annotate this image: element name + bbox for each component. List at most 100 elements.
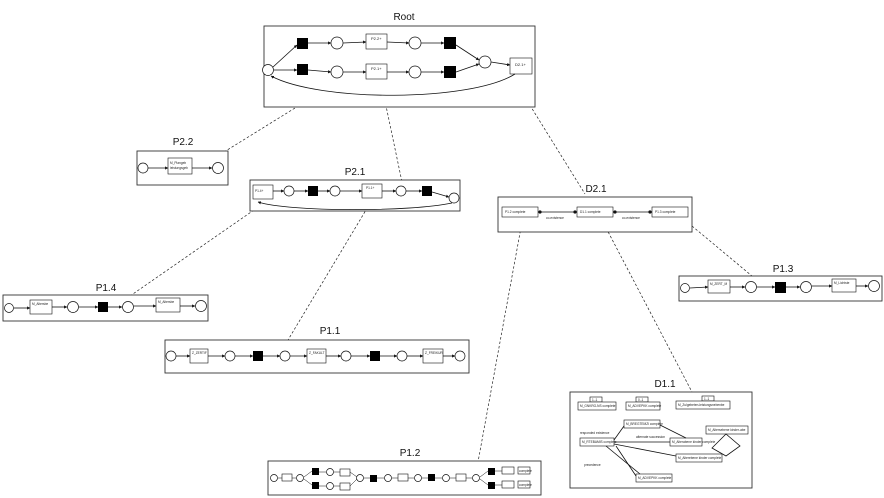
place (279, 350, 291, 362)
transition (312, 482, 319, 489)
constraint-label: co-existence (546, 216, 564, 220)
transition (517, 466, 531, 475)
transition (253, 351, 263, 361)
activity (577, 401, 617, 411)
place (472, 474, 480, 482)
node-title: P2.2 (173, 137, 194, 148)
transition (707, 279, 731, 294)
transition (339, 468, 351, 477)
connector-d2-1-p1-2 (477, 221, 523, 463)
transition (167, 157, 193, 175)
node-title: P1.4 (96, 283, 117, 294)
constraint-label: alternate succession (636, 435, 665, 439)
transition (488, 482, 495, 489)
transition (297, 38, 308, 49)
place (396, 350, 408, 362)
cardinality-label: 1..1 (592, 398, 598, 402)
activity-label: P1.2 complete (505, 210, 526, 214)
transition-label: P1.4+ (255, 189, 264, 193)
transition (308, 186, 318, 196)
place (283, 185, 295, 197)
node-d1-1: D1.1 1..1 M_GNKRG-NS complete 0..1 M_ADV… (569, 379, 753, 489)
place (414, 474, 422, 482)
cardinality-label: 1..1 (704, 397, 710, 401)
transition (370, 351, 380, 361)
transition-label: M_ZERT_M (710, 282, 727, 286)
transition-d2-1 (509, 57, 533, 75)
node-title: P1.1 (320, 326, 341, 337)
connector-p2-1-p1-4 (129, 209, 255, 297)
node-title: P1.3 (773, 264, 794, 275)
place (330, 36, 344, 50)
transition (517, 480, 531, 489)
place (270, 474, 278, 482)
place (195, 300, 207, 312)
activity-label: M_GNKRG-NS complete (580, 404, 616, 408)
place (67, 301, 79, 313)
transition (488, 468, 495, 475)
place (408, 65, 422, 79)
node-p1-1: P1.1 Z_ZERTIF Z_FAKULT Z_FREIKUR (164, 326, 470, 374)
activity-label: M_ADVEPKK complete (638, 476, 672, 480)
transition (444, 66, 456, 78)
transition (501, 466, 515, 475)
node-p1-2: P1.2 complete complete (267, 448, 542, 496)
activity-label: D1.1 complete (580, 210, 601, 214)
transition (428, 474, 435, 481)
place (4, 303, 14, 313)
transition (155, 297, 181, 313)
transition-label: P1.1+ (366, 186, 375, 190)
place (330, 65, 344, 79)
connector-root-d2-1 (517, 85, 586, 195)
place (326, 482, 334, 490)
place (800, 281, 812, 293)
activity-label: M_Alterebene kinder complete (678, 456, 721, 460)
activity (625, 401, 661, 411)
transition-label: M_Altersbe (158, 300, 174, 304)
node-title: P2.1 (345, 167, 366, 178)
transition (397, 473, 409, 482)
place (454, 350, 466, 362)
transition-label: complete (519, 483, 532, 487)
place (340, 350, 352, 362)
node-title: D1.1 (654, 379, 676, 390)
constraint-label: precedence (584, 463, 601, 467)
transition-label: complete (519, 469, 532, 473)
transition (455, 473, 467, 482)
transition (281, 473, 293, 482)
hierarchy-connectors (129, 81, 753, 463)
connector-root-p2-1 (380, 81, 403, 183)
place (680, 283, 690, 293)
place (442, 474, 450, 482)
transition (297, 64, 308, 75)
transition-label: M_Altersbe (32, 302, 48, 306)
place (408, 36, 422, 50)
place (326, 468, 334, 476)
transition-label: Z_ZERTIF (192, 351, 207, 355)
place (448, 192, 460, 204)
transition (444, 37, 456, 49)
place (224, 350, 236, 362)
transition (831, 278, 857, 293)
activity (675, 400, 731, 410)
transition (370, 475, 377, 482)
place (296, 474, 304, 482)
transition-p2-2 (365, 33, 388, 50)
place (122, 301, 134, 313)
activity (675, 453, 723, 463)
node-p2-2: P2.2 M_Plangeb leistungsgeb (136, 137, 229, 186)
constraint-label: responded existence (580, 431, 610, 435)
node-p1-3: P1.3 M_ZERT_M M_Lichtste (678, 264, 883, 302)
node-root: Root P2.2+ P2.1+ D2.1+ (262, 12, 536, 108)
transition-label: leistungsgeb (170, 166, 188, 170)
node-frame (263, 25, 536, 108)
transition (339, 482, 351, 491)
activity-label: M_BREGTEMZI complete (626, 422, 663, 426)
activity-label: M_Altersebene kinder-abe (708, 428, 746, 432)
connector-d2-1-d1-1 (603, 223, 693, 393)
activity (705, 425, 749, 435)
place (868, 280, 880, 292)
place (329, 185, 341, 197)
place (478, 55, 492, 69)
